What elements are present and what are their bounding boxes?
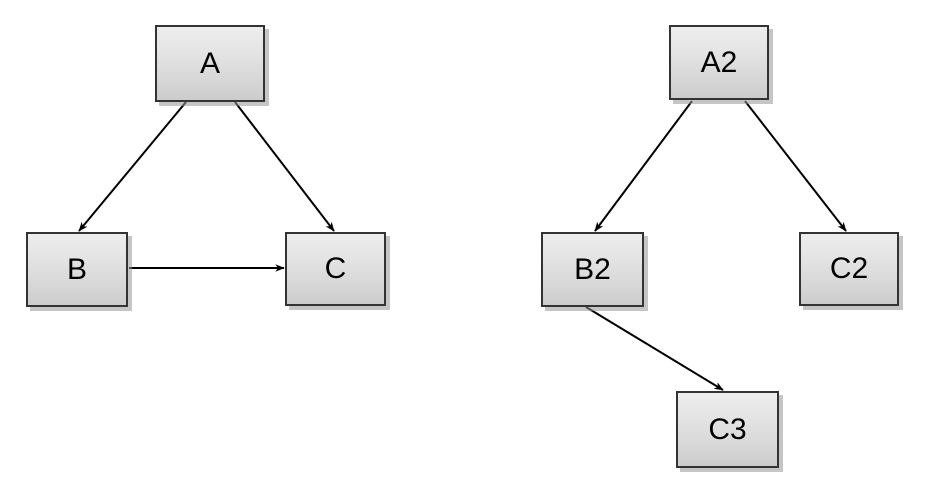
- node-label-c: C: [324, 252, 347, 285]
- edge-a-b[interactable]: [78, 101, 187, 232]
- node-a2[interactable]: A2: [669, 25, 769, 100]
- node-c3[interactable]: C3: [676, 391, 779, 468]
- node-b[interactable]: B: [26, 232, 128, 307]
- node-label-b2: B2: [574, 252, 611, 286]
- node-b2[interactable]: B2: [541, 232, 644, 307]
- node-label-b: B: [66, 252, 87, 286]
- node-label-c3: C3: [708, 412, 747, 446]
- edges-group: [78, 100, 847, 391]
- edge-a-c[interactable]: [234, 101, 335, 232]
- node-a[interactable]: A: [155, 25, 265, 102]
- node-label-a: A: [199, 46, 220, 80]
- node-label-a2: A2: [700, 45, 738, 79]
- node-c2[interactable]: C2: [799, 232, 899, 306]
- edge-a2-c2[interactable]: [744, 100, 847, 232]
- node-c[interactable]: C: [285, 232, 386, 306]
- edge-b2-c3[interactable]: [585, 306, 724, 391]
- node-label-c2: C2: [829, 252, 869, 285]
- edge-a2-b2[interactable]: [594, 100, 693, 232]
